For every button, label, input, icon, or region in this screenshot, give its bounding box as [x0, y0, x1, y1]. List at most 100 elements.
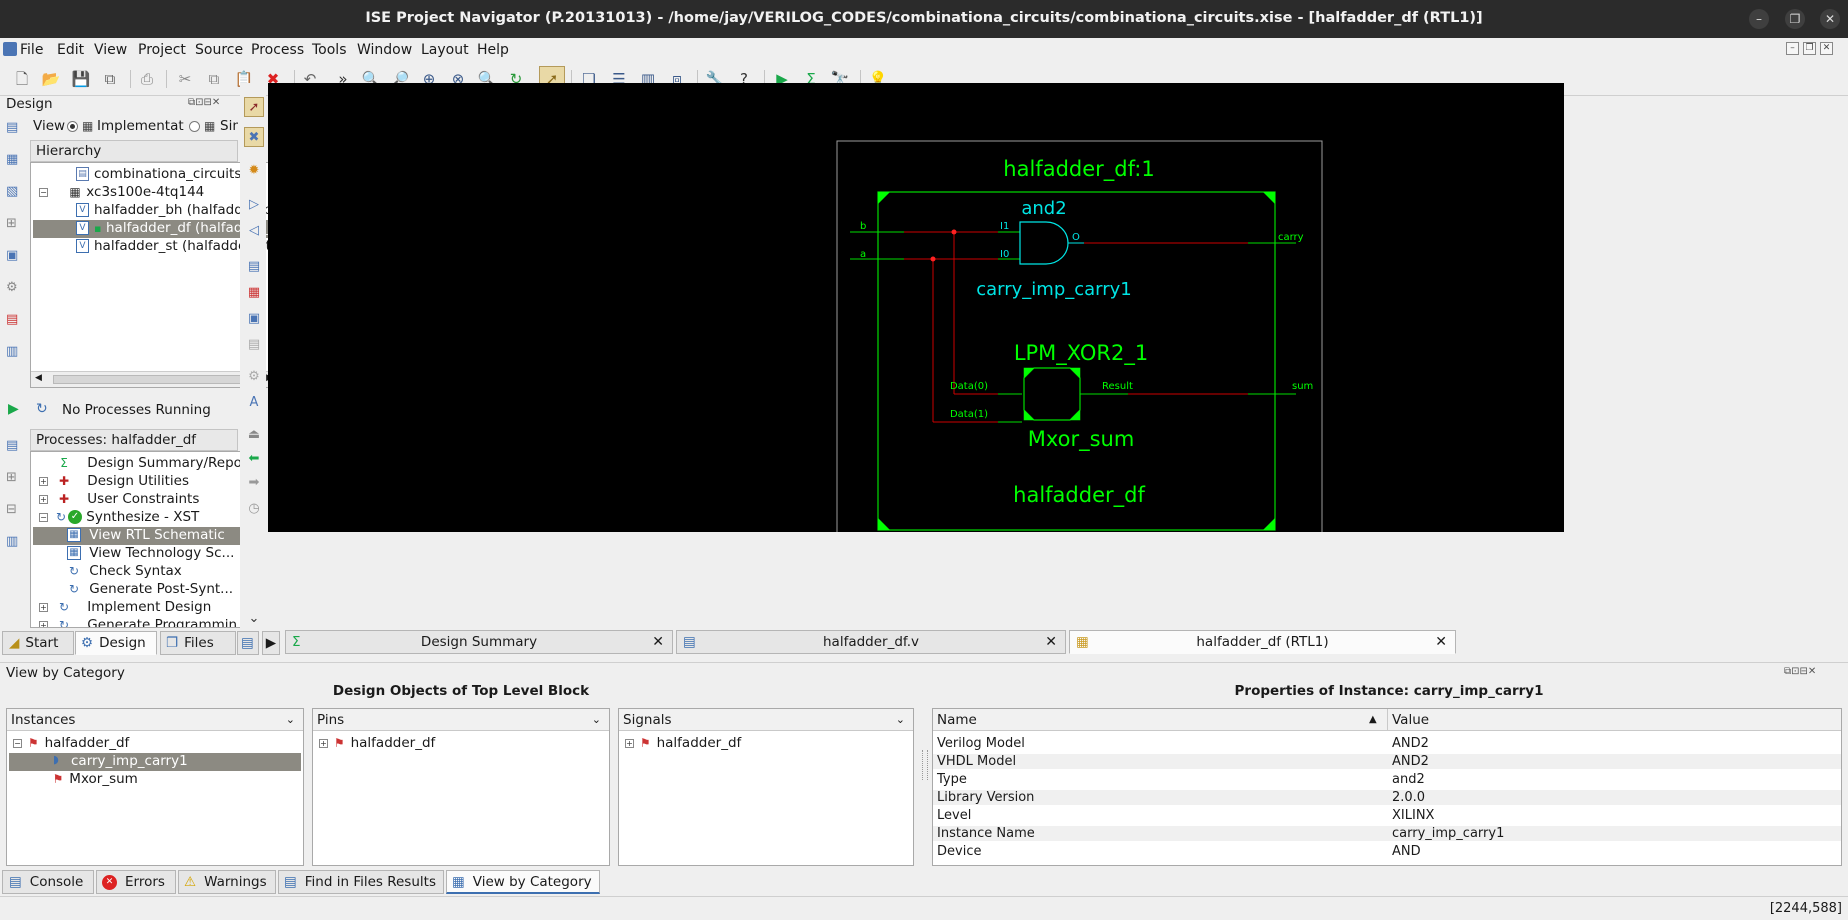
expand-output-icon[interactable]: ◁ — [249, 223, 259, 238]
instances-list[interactable]: Instances⌄ − ⚑ halfadder_df ◗carry_imp_c… — [6, 708, 304, 866]
scroll-left-icon[interactable]: ◀ — [35, 373, 42, 383]
save-icon[interactable]: 💾 — [71, 70, 91, 88]
add-copy-icon[interactable]: ▧ — [6, 184, 19, 199]
gear-icon[interactable]: ⚙ — [6, 280, 18, 295]
expand-icon[interactable]: + — [39, 494, 48, 504]
hierarchy-icon[interactable]: ⊞ — [6, 216, 17, 231]
process-design-utilities[interactable]: +✚ Design Utilities — [39, 473, 190, 489]
tabs-scroll-right[interactable]: ▶ — [262, 631, 280, 655]
close-window-button[interactable]: ✕ — [1820, 9, 1840, 29]
menu-layout[interactable]: Layout — [421, 42, 469, 58]
panel-window-controls-icon[interactable]: ⧉⊡⊟✕ — [1784, 666, 1817, 677]
new-file-icon[interactable]: 🗋 — [15, 70, 29, 88]
add-sheet-icon[interactable]: ▤ — [247, 259, 261, 274]
menu-view[interactable]: View — [94, 42, 128, 58]
chevron-down-icon[interactable]: ⌄ — [591, 713, 601, 726]
tab-find-in-files[interactable]: ▤Find in Files Results — [278, 870, 444, 894]
mdi-restore-icon[interactable]: ❐ — [1803, 42, 1816, 55]
collapse-icon[interactable]: − — [39, 187, 48, 197]
unhighlight-icon[interactable]: ▤ — [247, 337, 261, 352]
print-icon[interactable]: ⎙ — [140, 70, 153, 88]
tab-design[interactable]: ⚙Design — [75, 631, 157, 655]
pins-header[interactable]: Pins⌄ — [313, 709, 609, 731]
processes-tree[interactable]: Σ Design Summary/Reports +✚ Design Utili… — [30, 451, 258, 628]
add-source-icon[interactable]: ▦ — [6, 152, 19, 167]
instances-header[interactable]: Instances⌄ — [7, 709, 303, 731]
process-user-constraints[interactable]: +✚ User Constraints — [39, 491, 200, 507]
mdi-close-icon[interactable]: ✕ — [1820, 42, 1833, 55]
signals-list[interactable]: Signals⌄ + ⚑ halfadder_df — [618, 708, 914, 866]
expand-icon[interactable]: + — [319, 738, 328, 748]
tab-errors[interactable]: ✕Errors — [96, 870, 176, 894]
instance-halfadder-df[interactable]: − ⚑ halfadder_df — [13, 735, 130, 751]
process-implement-design[interactable]: +↻ Implement Design — [39, 599, 212, 615]
sort-ascending-icon[interactable]: ▲ — [1369, 714, 1377, 725]
process-synthesize[interactable]: −↻✓ Synthesize - XST — [39, 509, 200, 525]
process-generate-post-synth[interactable]: ↻ Generate Post-Synt... — [68, 581, 234, 597]
rerun-icon[interactable]: ↻ — [36, 401, 48, 417]
report-icon[interactable]: ▤ — [6, 312, 19, 327]
implementation-radio[interactable] — [67, 121, 78, 132]
close-tab-icon[interactable]: ✕ — [1045, 634, 1057, 650]
add-instance-icon[interactable]: ✹ — [248, 163, 260, 178]
properties-icon[interactable]: ▣ — [6, 248, 19, 263]
new-source-icon[interactable]: ▤ — [6, 120, 19, 135]
process-expand-icon[interactable]: ⊞ — [6, 470, 17, 485]
schematic-canvas[interactable]: halfadder_df:1 halfadder_df and2 carry_i… — [268, 83, 1564, 583]
run-process-icon[interactable]: ▶ — [8, 401, 19, 417]
history-icon[interactable]: ◷ — [248, 501, 260, 516]
menu-source[interactable]: Source — [195, 42, 244, 58]
instance-carry-imp-carry1[interactable]: ◗carry_imp_carry1 — [9, 753, 301, 771]
panel-float-icon[interactable]: ⧉⊡⊟✕ — [188, 97, 221, 108]
chevron-down-icon[interactable]: ⌄ — [285, 713, 295, 726]
more-tools-chevron-icon[interactable]: ⌄ — [248, 611, 260, 626]
tab-view-by-category[interactable]: ▦View by Category — [446, 870, 600, 894]
expand-icon[interactable]: + — [39, 620, 48, 628]
text-tool-icon[interactable]: A — [249, 395, 259, 410]
overflow-chevron-icon[interactable]: » — [338, 70, 348, 88]
expand-icon[interactable]: + — [625, 738, 634, 748]
back-arrow-icon[interactable]: ⬅ — [248, 451, 260, 466]
expand-icon[interactable]: + — [39, 476, 48, 486]
cut-icon[interactable]: ✂ — [178, 70, 192, 88]
schematic-route-icon[interactable]: ✖ — [244, 127, 264, 147]
tree-item-device[interactable]: −▦ xc3s100e-4tq144 — [39, 184, 205, 200]
tab-rtl-schematic[interactable]: ▦ halfadder_df (RTL1) ✕ — [1069, 630, 1456, 654]
process-tree-icon[interactable]: ▤ — [6, 438, 19, 453]
panel-icon[interactable]: ▥ — [6, 344, 19, 359]
tree-item-project[interactable]: ▤combinationa_circuits — [76, 166, 241, 184]
menu-process[interactable]: Process — [251, 42, 305, 58]
maximize-button[interactable]: ❐ — [1785, 9, 1805, 29]
open-file-icon[interactable]: 📂 — [41, 70, 61, 88]
process-view-rtl[interactable]: ▦ View RTL Schematic — [33, 527, 257, 545]
signal-halfadder-df[interactable]: + ⚑ halfadder_df — [625, 735, 742, 751]
tab-console[interactable]: ▤Console — [2, 870, 94, 894]
highlight-icon[interactable]: ▣ — [247, 311, 261, 326]
process-generate-programming[interactable]: +↻ Generate Programmin... — [39, 617, 250, 628]
value-column-header[interactable]: Value — [1392, 712, 1430, 728]
menu-edit[interactable]: Edit — [57, 42, 85, 58]
expand-input-icon[interactable]: ▷ — [249, 197, 259, 212]
select-pointer-icon[interactable]: ➚ — [244, 97, 264, 117]
close-tab-icon[interactable]: ✕ — [1435, 634, 1447, 650]
rtl-schematic[interactable]: halfadder_df:1 halfadder_df and2 carry_i… — [268, 83, 1564, 583]
hierarchy-tree[interactable]: ▤combinationa_circuits −▦ xc3s100e-4tq14… — [30, 162, 278, 388]
forward-arrow-icon[interactable]: ➡ — [248, 475, 260, 490]
tab-start[interactable]: ◢Start — [2, 631, 74, 655]
tree-item-halfadder-df[interactable]: V▪halfadder_df (halfadder_d — [33, 220, 277, 238]
tab-libraries[interactable]: ▤ — [237, 631, 259, 655]
expand-icon[interactable]: + — [39, 602, 48, 612]
hscroll-thumb[interactable] — [53, 375, 249, 384]
tab-halfadder-df-v[interactable]: ▤ halfadder_df.v ✕ — [676, 630, 1066, 654]
trace-icon[interactable]: ⚙ — [248, 369, 260, 384]
menu-help[interactable]: Help — [477, 42, 509, 58]
remove-sheet-icon[interactable]: ▦ — [247, 285, 261, 300]
save-all-icon[interactable]: ⧉ — [104, 70, 116, 88]
pin-halfadder-df[interactable]: + ⚑ halfadder_df — [319, 735, 436, 751]
